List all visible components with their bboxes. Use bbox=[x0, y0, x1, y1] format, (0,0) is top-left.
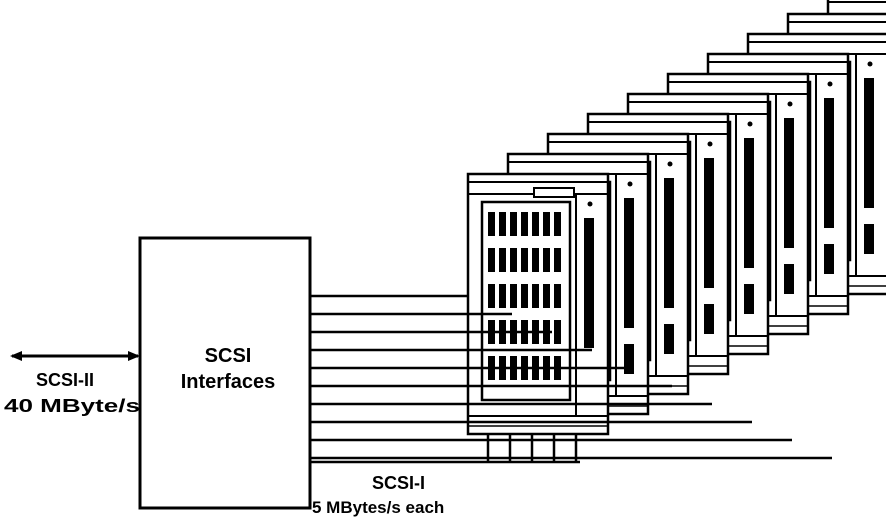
drive-indicator-light bbox=[867, 61, 873, 67]
disk-slot bbox=[499, 212, 506, 236]
disk-slot bbox=[499, 248, 506, 272]
interface-box-subtitle: Interfaces bbox=[181, 371, 276, 393]
drive-indicator-light bbox=[587, 201, 593, 207]
drive-side-slot bbox=[744, 284, 754, 314]
disk-slot bbox=[488, 284, 495, 308]
device-link-label: SCSI-I bbox=[372, 473, 425, 493]
disk-slot bbox=[554, 320, 561, 344]
disk-slot bbox=[499, 284, 506, 308]
drive-side-slot bbox=[624, 198, 634, 328]
drive-side-slot bbox=[784, 264, 794, 294]
disk-slot bbox=[543, 284, 550, 308]
drive-side-slot bbox=[584, 218, 594, 348]
drive-side-slot bbox=[704, 304, 714, 334]
disk-slot bbox=[521, 248, 528, 272]
disk-slot bbox=[521, 284, 528, 308]
disk-slot bbox=[543, 212, 550, 236]
host-link-rate: 40 MByte/s bbox=[4, 396, 140, 416]
disk-slot bbox=[510, 284, 517, 308]
drive-indicator-light bbox=[827, 81, 833, 87]
disk-slot bbox=[532, 284, 539, 308]
drive-indicator-light bbox=[667, 161, 673, 167]
scsi-i-bus-lines bbox=[310, 294, 832, 464]
drive-indicator-light bbox=[747, 121, 753, 127]
scsi-interface-box bbox=[138, 236, 312, 510]
device-link-rate: 5 MBytes/s each bbox=[312, 498, 444, 517]
drive-indicator-light bbox=[707, 141, 713, 147]
disk-slot bbox=[521, 212, 528, 236]
drive-side-slot bbox=[824, 244, 834, 274]
drive-side-slot bbox=[624, 344, 634, 374]
disk-drive-unit bbox=[466, 172, 610, 436]
drive-side-slot bbox=[864, 78, 874, 208]
drive-side-slot bbox=[864, 224, 874, 254]
drive-side-slot bbox=[784, 118, 794, 248]
disk-slot bbox=[543, 248, 550, 272]
disk-slot bbox=[554, 248, 561, 272]
disk-slot bbox=[554, 212, 561, 236]
disk-slot bbox=[510, 212, 517, 236]
disk-slot bbox=[532, 212, 539, 236]
drive-handle bbox=[533, 187, 575, 198]
disk-slot bbox=[510, 248, 517, 272]
drive-side-slot bbox=[664, 178, 674, 308]
disk-slot bbox=[488, 248, 495, 272]
disk-slot bbox=[532, 248, 539, 272]
drive-indicator-light bbox=[627, 181, 633, 187]
drive-side-slot bbox=[744, 138, 754, 268]
drive-side-slot bbox=[704, 158, 714, 288]
drive-indicator-light bbox=[787, 101, 793, 107]
disk-slot bbox=[488, 212, 495, 236]
interface-box-title: SCSI bbox=[205, 345, 252, 367]
disk-slot bbox=[554, 284, 561, 308]
host-link-label: SCSI-II bbox=[36, 370, 94, 390]
drive-side-slot bbox=[824, 98, 834, 228]
drive-side-slot bbox=[664, 324, 674, 354]
